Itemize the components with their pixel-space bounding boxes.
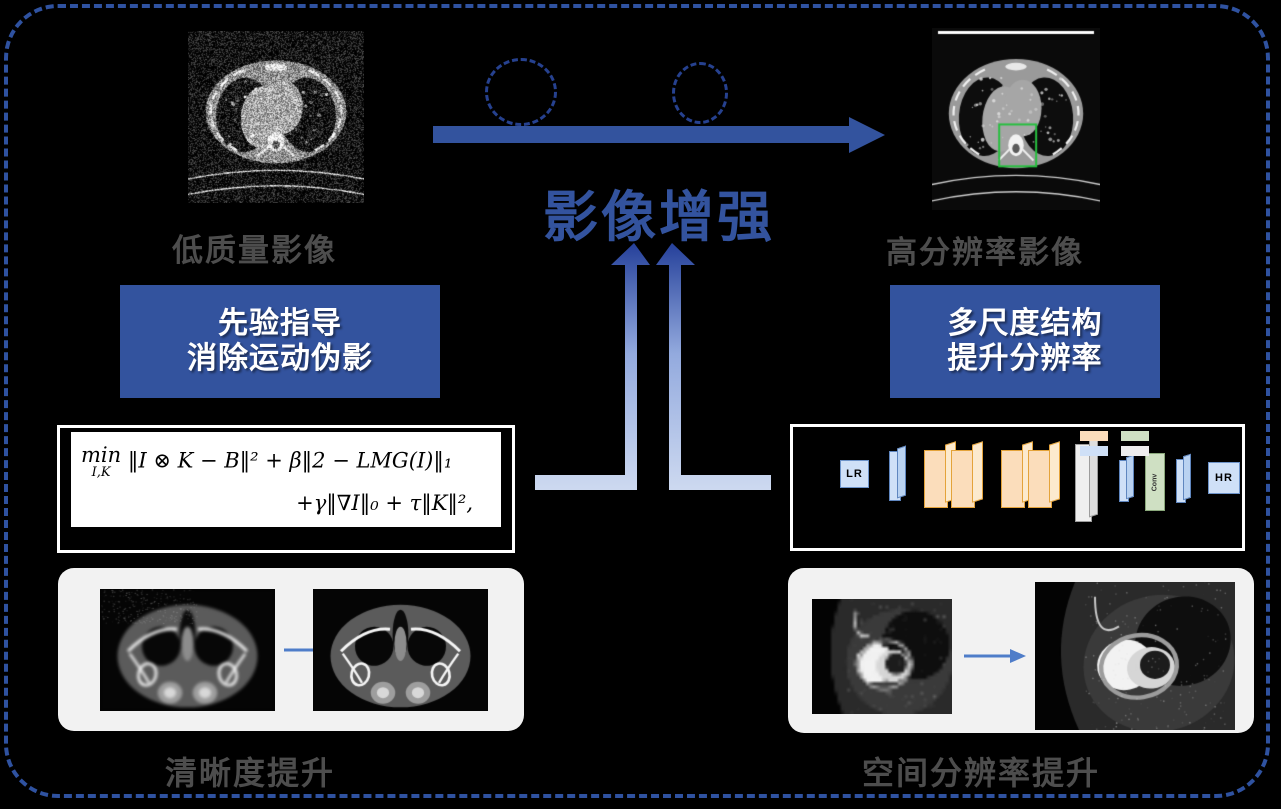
resolution-result-caption: 空间分辨率提升 [862, 755, 1101, 791]
dental-ct-before-image [100, 589, 275, 711]
left-support-elbow-arrow [535, 243, 650, 490]
sr-network-diagram: LR Conv [793, 427, 1242, 548]
cardiac-mri-before-image [812, 599, 952, 714]
right-support-elbow-arrow [656, 243, 771, 490]
multiscale-badge-line-2: 提升分辨率 [947, 341, 1103, 375]
resolution-arrow-icon [964, 649, 1026, 663]
conv-block-orange-1 [924, 450, 948, 508]
conv-block-orange-4-side [1049, 441, 1060, 503]
network-panel-frame: LR Conv [790, 424, 1245, 551]
clarity-comparison-panel [58, 568, 524, 731]
conv-block-blue-1-side [897, 445, 906, 499]
dashed-circle-right [672, 62, 728, 124]
prior-guidance-badge: 先验指导 消除运动伪影 [120, 285, 440, 398]
low-quality-caption: 低质量影像 [172, 233, 337, 268]
enhancement-arrow [433, 117, 885, 153]
clarity-result-caption: 清晰度提升 [165, 755, 336, 791]
high-resolution-ct-image [932, 28, 1100, 210]
conv-block-blue-2-side [1126, 454, 1134, 500]
network-output-block: HR [1208, 462, 1240, 494]
formula-line-1: min I,K ‖I ⊗ K − B‖² + β‖2 − LMG(I)‖₁ [71, 442, 501, 480]
legend-swatch-conv-orange [1080, 431, 1108, 441]
resolution-comparison-panel [788, 568, 1254, 733]
dashed-circle-left [485, 58, 557, 126]
enhancement-arrow-label: 影像增强 [543, 186, 776, 248]
formula-line-2: +γ‖∇I‖₀ + τ‖K‖², [296, 490, 473, 515]
dental-ct-after-image [313, 589, 488, 711]
multiscale-badge-line-1: 多尺度结构 [947, 307, 1103, 341]
high-resolution-caption: 高分辨率影像 [886, 235, 1084, 270]
conv-block-green: Conv [1145, 453, 1165, 511]
prior-badge-line-2: 消除运动伪影 [187, 341, 373, 375]
legend-swatch-conv-gray [1121, 446, 1149, 456]
multiscale-badge: 多尺度结构 提升分辨率 [890, 285, 1160, 398]
legend-swatch-conv-green [1121, 431, 1149, 441]
legend-swatch-conv-blue [1080, 446, 1108, 456]
deblur-objective-formula: min I,K ‖I ⊗ K − B‖² + β‖2 − LMG(I)‖₁ +γ… [71, 432, 501, 527]
prior-badge-line-1: 先验指导 [218, 307, 342, 341]
enhancement-arrow-shaft [433, 126, 853, 143]
low-quality-ct-image [188, 31, 364, 203]
min-operator: min I,K [81, 442, 122, 480]
conv-block-orange-2 [951, 450, 975, 508]
conv-block-blue-3-side [1183, 453, 1191, 501]
enhancement-arrow-head [849, 117, 885, 153]
conv-block-green-label: Conv [1151, 473, 1159, 491]
network-input-block: LR [840, 460, 869, 488]
cardiac-mri-after-image [1035, 582, 1235, 730]
conv-block-orange-2-side [972, 441, 983, 503]
formula-line-1-body: ‖I ⊗ K − B‖² + β‖2 − LMG(I)‖₁ [127, 448, 453, 472]
